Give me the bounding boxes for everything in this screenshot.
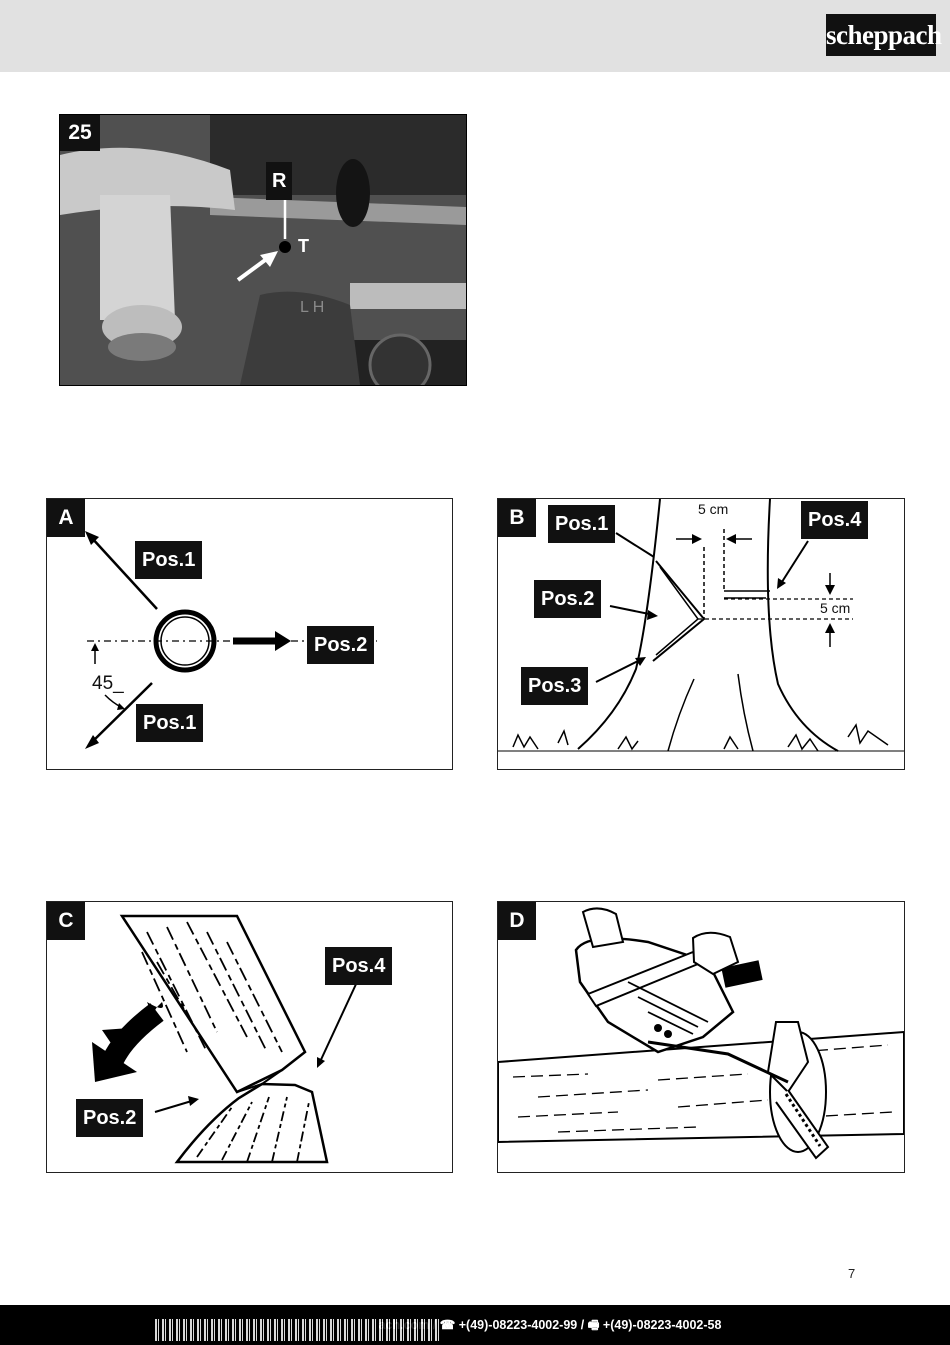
figure-d-diagram xyxy=(498,907,904,1160)
label-r: R xyxy=(266,162,293,200)
chainsaw-photo-illustration xyxy=(60,115,466,385)
figure-b-pos3: Pos.3 xyxy=(521,667,589,705)
figure-number: 25 xyxy=(60,115,100,151)
figure-c: C Pos.4 Pos.2 xyxy=(46,901,453,1173)
figure-a-tag: A xyxy=(47,499,85,537)
figure-a-angle: 45_ xyxy=(92,673,124,694)
brand-logo: scheppach xyxy=(826,14,942,56)
figure-d-tag: D xyxy=(498,902,536,940)
stamp-lh: L H xyxy=(300,299,325,316)
figure-b-dim-horizontal: 5 cm xyxy=(698,501,729,517)
figure-c-diagram xyxy=(92,914,358,1164)
page-number: 7 xyxy=(848,1266,856,1281)
figure-b-diagram xyxy=(498,499,904,752)
figure-a-diagram xyxy=(85,531,377,749)
figure-b: B Pos.1 Pos.2 Pos.3 Pos.4 5 cm 5 cm xyxy=(497,498,905,770)
figure-a-pos2: Pos.2 xyxy=(307,626,375,664)
figure-c-pos2: Pos.2 xyxy=(76,1099,144,1137)
figure-a-pos1-top: Pos.1 xyxy=(135,541,203,579)
footer-contact: ach.com / ☎ +(49)-08223-4002-99 / 🖷 +(49… xyxy=(378,1318,722,1332)
figure-b-pos2: Pos.2 xyxy=(534,580,602,618)
footer-bar: ach.com / ☎ +(49)-08223-4002-99 / 🖷 +(49… xyxy=(0,1305,950,1345)
figure-d: D xyxy=(497,901,905,1173)
header-bar: scheppach xyxy=(0,0,950,72)
barcode-graphic xyxy=(155,1319,440,1341)
figure-25-photo: 25 R T L H xyxy=(59,114,467,386)
figure-c-pos4: Pos.4 xyxy=(325,947,393,985)
figure-a-pos1-bottom: Pos.1 xyxy=(136,704,204,742)
figure-a: A Pos.1 Pos.2 Pos.1 45_ xyxy=(46,498,453,770)
figure-b-tag: B xyxy=(498,499,536,537)
figure-b-pos4: Pos.4 xyxy=(801,501,869,539)
label-t: T xyxy=(298,236,309,256)
figure-c-tag: C xyxy=(47,902,85,940)
figure-b-dim-vertical: 5 cm xyxy=(820,600,851,616)
figure-b-pos1: Pos.1 xyxy=(548,505,616,543)
